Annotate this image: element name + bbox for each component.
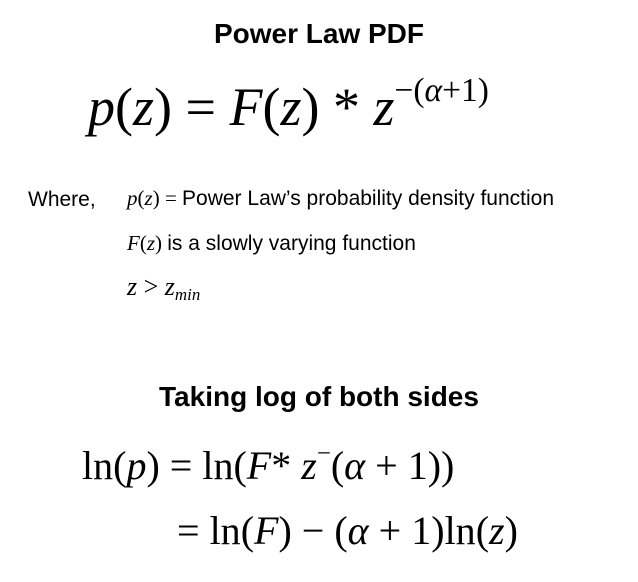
log-equation-line-2: = ln(F) − (α + 1)ln(z) bbox=[177, 508, 518, 553]
def2-arg: z bbox=[146, 231, 156, 255]
def1-text: Power Law’s probability density function bbox=[182, 187, 555, 210]
eq-main-exp-sign: − bbox=[394, 71, 414, 109]
def1-arg: z bbox=[144, 186, 153, 210]
log1-F: F bbox=[246, 443, 272, 488]
def1-symbol: p bbox=[127, 186, 138, 210]
log2-plus: + bbox=[378, 508, 402, 553]
def3-subscript: min bbox=[174, 285, 201, 305]
def3-rhs: z bbox=[164, 272, 175, 301]
eq-main-base: z bbox=[373, 77, 395, 137]
log1-plus: + bbox=[375, 443, 398, 488]
definition-slowly-varying: F(z) is a slowly varying function bbox=[127, 231, 416, 255]
eq-main-rhs-arg: z bbox=[280, 77, 302, 137]
def2-text: is a slowly varying function bbox=[167, 232, 416, 255]
log1-p: p bbox=[126, 443, 147, 488]
log1-z: z bbox=[301, 443, 317, 488]
eq-main-exp-plus: +1 bbox=[442, 71, 478, 109]
eq-main-exp-var: α bbox=[424, 71, 443, 109]
log2-minus: − bbox=[301, 508, 325, 553]
main-equation: p(z) = F(z) * z−(α+1) bbox=[88, 71, 489, 137]
where-label: Where, bbox=[28, 188, 96, 211]
def3-lhs: z bbox=[127, 272, 138, 301]
def2-symbol: F bbox=[127, 231, 140, 255]
eq-main-times: * bbox=[332, 77, 360, 137]
log1-one: 1 bbox=[407, 443, 428, 488]
def1-equals: = bbox=[164, 186, 177, 210]
definition-z-min: z > zmin bbox=[127, 272, 201, 305]
log2-F: F bbox=[254, 508, 279, 553]
log2-alpha: α bbox=[347, 508, 369, 553]
log2-z: z bbox=[489, 508, 505, 553]
eq-main-exp-open: ( bbox=[413, 71, 425, 109]
page-title: Power Law PDF bbox=[213, 18, 425, 49]
eq-main-rhs-fn: F bbox=[229, 77, 263, 137]
def3-operator: > bbox=[143, 272, 159, 301]
log1-superscript: − bbox=[316, 440, 331, 468]
log1-ln: ln bbox=[82, 443, 114, 488]
eq-main-lhs-arg: z bbox=[132, 77, 154, 137]
definition-pdf: p(z) = Power Law’s probability density f… bbox=[127, 186, 555, 210]
log2-one: 1 bbox=[411, 508, 432, 553]
eq-main-lhs-fn: p bbox=[88, 77, 115, 137]
log1-times: * bbox=[271, 443, 292, 488]
log-equation-line-1: ln(p) = ln(F* z−(α + 1)) bbox=[82, 440, 455, 488]
log2-equals: = bbox=[177, 508, 200, 553]
log2-ln: ln bbox=[209, 508, 241, 553]
log1-ln2: ln bbox=[202, 443, 234, 488]
eq-main-exponent: −(α+1) bbox=[394, 72, 488, 109]
eq-main-exp-close: ) bbox=[477, 71, 489, 109]
eq-main-equals: = bbox=[185, 77, 216, 137]
log2-ln2: ln bbox=[444, 508, 476, 553]
section-title: Taking log of both sides bbox=[159, 381, 479, 412]
log1-alpha: α bbox=[344, 443, 366, 488]
log1-equals: = bbox=[169, 443, 193, 488]
